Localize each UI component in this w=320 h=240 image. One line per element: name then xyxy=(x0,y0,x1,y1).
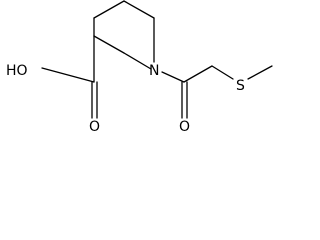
acid-oxygen-label: O xyxy=(89,119,100,132)
nitrogen-label: N xyxy=(149,63,159,79)
amide-oxygen-label: O xyxy=(179,119,190,132)
bond-c2-c3 xyxy=(93,35,125,54)
bond-carboxyl-oh xyxy=(41,67,95,83)
chemical-structure: HO O N O S xyxy=(6,0,273,132)
hydroxyl-label: HO xyxy=(6,63,28,79)
bond-n-c2 xyxy=(123,52,152,70)
bond-c4-c5 xyxy=(93,0,125,19)
bond-s-ch3 xyxy=(247,65,273,80)
piperidine-ring xyxy=(93,0,155,70)
bond-c5-c6 xyxy=(123,0,155,19)
methylthioacetyl-group xyxy=(161,65,273,119)
bond-carbonyl-ch2 xyxy=(183,65,213,83)
bond-ch2-s xyxy=(211,65,234,80)
carboxylic-acid-group xyxy=(41,35,98,119)
bond-n-carbonyl xyxy=(161,71,185,83)
sulfur-label: S xyxy=(236,78,245,94)
